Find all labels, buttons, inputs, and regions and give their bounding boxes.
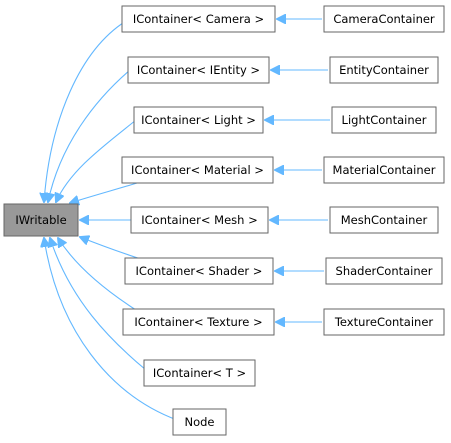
class-node-iwritable[interactable]: IWritable xyxy=(3,203,79,237)
class-node-mesh-container[interactable]: MeshContainer xyxy=(329,206,439,234)
class-node-icontainer-material[interactable]: IContainer< Material > xyxy=(121,156,274,184)
class-node-icontainer-texture[interactable]: IContainer< Texture > xyxy=(122,308,275,336)
class-node-camera-container[interactable]: CameraContainer xyxy=(323,5,445,33)
class-node-icontainer-ientity[interactable]: IContainer< IEntity > xyxy=(127,56,270,84)
node-label: IContainer< Light > xyxy=(141,113,256,127)
node-label: IContainer< IEntity > xyxy=(137,63,260,77)
class-node-node[interactable]: Node xyxy=(172,408,227,436)
node-label: IContainer< T > xyxy=(153,366,246,380)
node-label: LightContainer xyxy=(342,113,427,127)
class-node-shader-container[interactable]: ShaderContainer xyxy=(325,257,443,285)
edge-texture-to-iwritable xyxy=(58,238,137,311)
edge-node-to-iwritable xyxy=(44,238,178,421)
node-label: IContainer< Shader > xyxy=(136,264,263,278)
edges-to-containers xyxy=(265,19,330,322)
node-label: CameraContainer xyxy=(333,12,435,26)
node-label: Node xyxy=(184,415,214,429)
node-label: MeshContainer xyxy=(341,213,428,227)
class-node-icontainer-t[interactable]: IContainer< T > xyxy=(143,359,256,387)
class-node-entity-container[interactable]: EntityContainer xyxy=(329,56,439,84)
node-label: EntityContainer xyxy=(339,63,429,77)
node-label: MaterialContainer xyxy=(333,163,436,177)
edge-light-to-iwritable xyxy=(56,119,137,202)
node-label: IContainer< Camera > xyxy=(133,12,264,26)
node-label: ShaderContainer xyxy=(336,264,433,278)
node-label: TextureContainer xyxy=(334,315,434,329)
class-node-material-container[interactable]: MaterialContainer xyxy=(323,156,445,184)
edge-t-to-iwritable xyxy=(50,238,147,371)
class-node-icontainer-mesh[interactable]: IContainer< Mesh > xyxy=(130,206,269,234)
node-label: IContainer< Mesh > xyxy=(141,213,257,227)
node-label: IWritable xyxy=(15,213,66,227)
class-node-icontainer-camera[interactable]: IContainer< Camera > xyxy=(121,5,276,33)
class-node-icontainer-shader[interactable]: IContainer< Shader > xyxy=(124,257,274,285)
class-node-texture-container[interactable]: TextureContainer xyxy=(323,308,445,336)
class-node-light-container[interactable]: LightContainer xyxy=(331,106,437,134)
node-label: IContainer< Texture > xyxy=(134,315,262,329)
node-label: IContainer< Material > xyxy=(131,163,264,177)
edge-ientity-to-iwritable xyxy=(48,69,131,202)
class-node-icontainer-light[interactable]: IContainer< Light > xyxy=(133,106,264,134)
edge-camera-to-iwritable xyxy=(44,20,127,202)
